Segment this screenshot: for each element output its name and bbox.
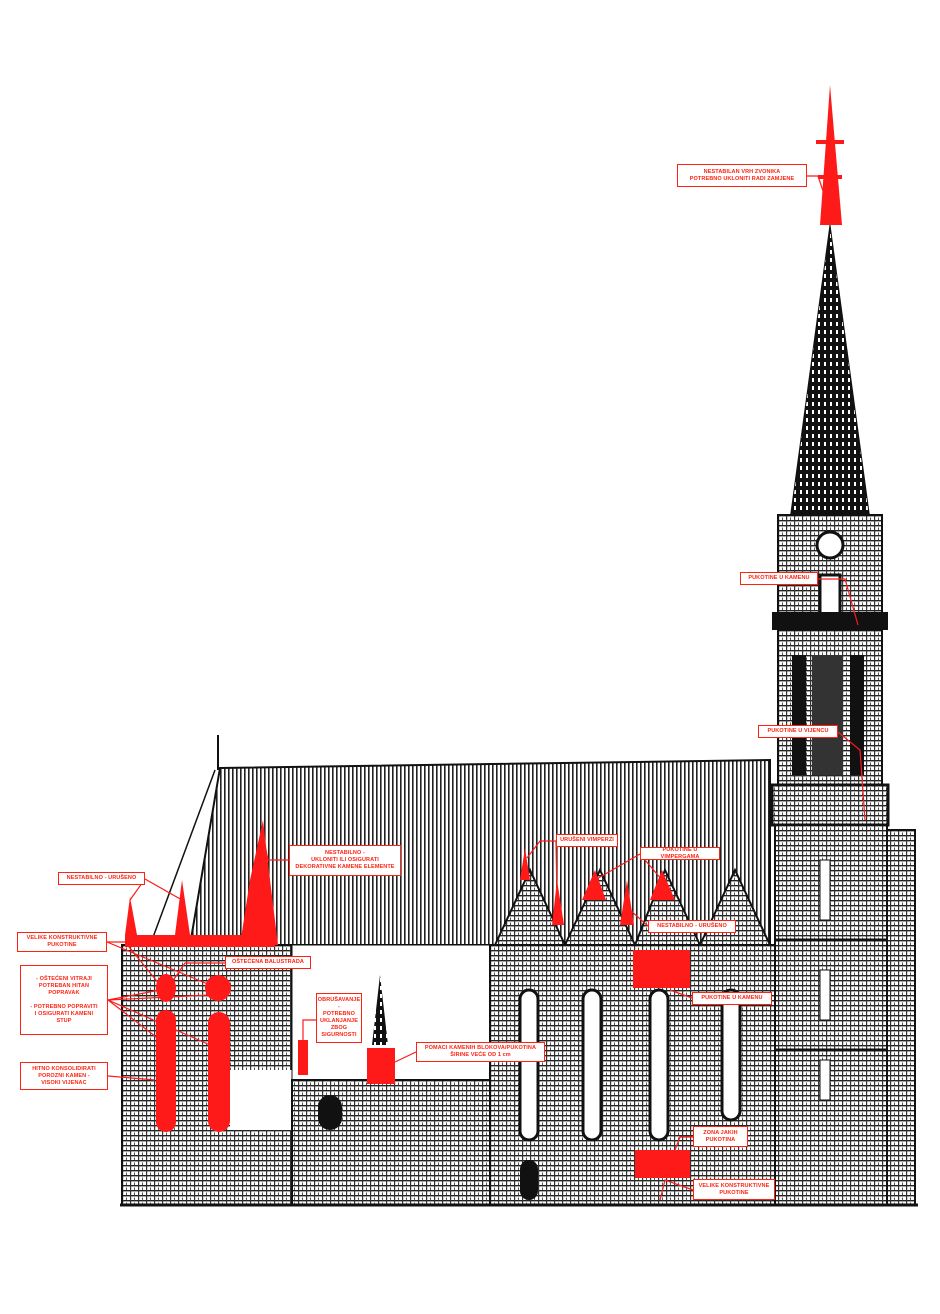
label-porous-stone: HITNO KONSOLIDIRATI POROZNI KAMEN - VISO… — [20, 1062, 108, 1090]
label-windows: - OŠTEĆENI VITRAJI POTREBAN HITAN POPRAV… — [20, 965, 108, 1035]
label-base-cracks: VELIKE KONSTRUKTIVNE PUKOTINE — [693, 1179, 775, 1200]
label-wall-cracks: PUKOTINE U KAMENU — [692, 992, 772, 1005]
clock-icon — [815, 530, 845, 560]
label-gable-finial: URUŠENI VIMPERZI — [556, 834, 618, 847]
spire — [789, 85, 871, 521]
label-gable-cracks: PUKOTINE U VIMPERGAMA — [640, 847, 720, 860]
label-spire-top: NESTABILAN VRH ZVONIKA POTREBNO UKLONITI… — [677, 164, 807, 187]
label-balustrade: OŠTEĆENA BALUSTRADA — [225, 956, 311, 969]
label-collapse: OBRUŠAVANJE - POTREBNO UKLANJANJE ZBOG S… — [316, 993, 362, 1043]
label-left-pinnacles: NESTABILNO - URUŠENO — [58, 872, 145, 885]
leader-lines — [106, 175, 866, 1201]
label-tower-mid-cracks: PUKOTINE U VIJENCU — [758, 725, 838, 738]
label-right-pinnacles: NESTABILNO - URUŠENO — [648, 920, 736, 933]
label-block-shift: POMACI KAMENIH BLOKOVA/PUKOTINA ŠIRINE V… — [416, 1042, 545, 1062]
bell-tower — [770, 514, 916, 1206]
damage-highlights — [125, 820, 690, 1178]
spire-top-damage — [820, 85, 842, 225]
label-tower-upper-cracks: PUKOTINE U KAMENU — [740, 572, 818, 585]
label-roof-pinnacle: NESTABILNO - UKLONITI ILI OSIGURATI DEKO… — [289, 845, 401, 876]
label-structural-cracks: VELIKE KONSTRUKTIVNE PUKOTINE — [17, 932, 107, 952]
label-crack-zone: ZONA JAKIH PUKOTINA — [693, 1126, 748, 1147]
